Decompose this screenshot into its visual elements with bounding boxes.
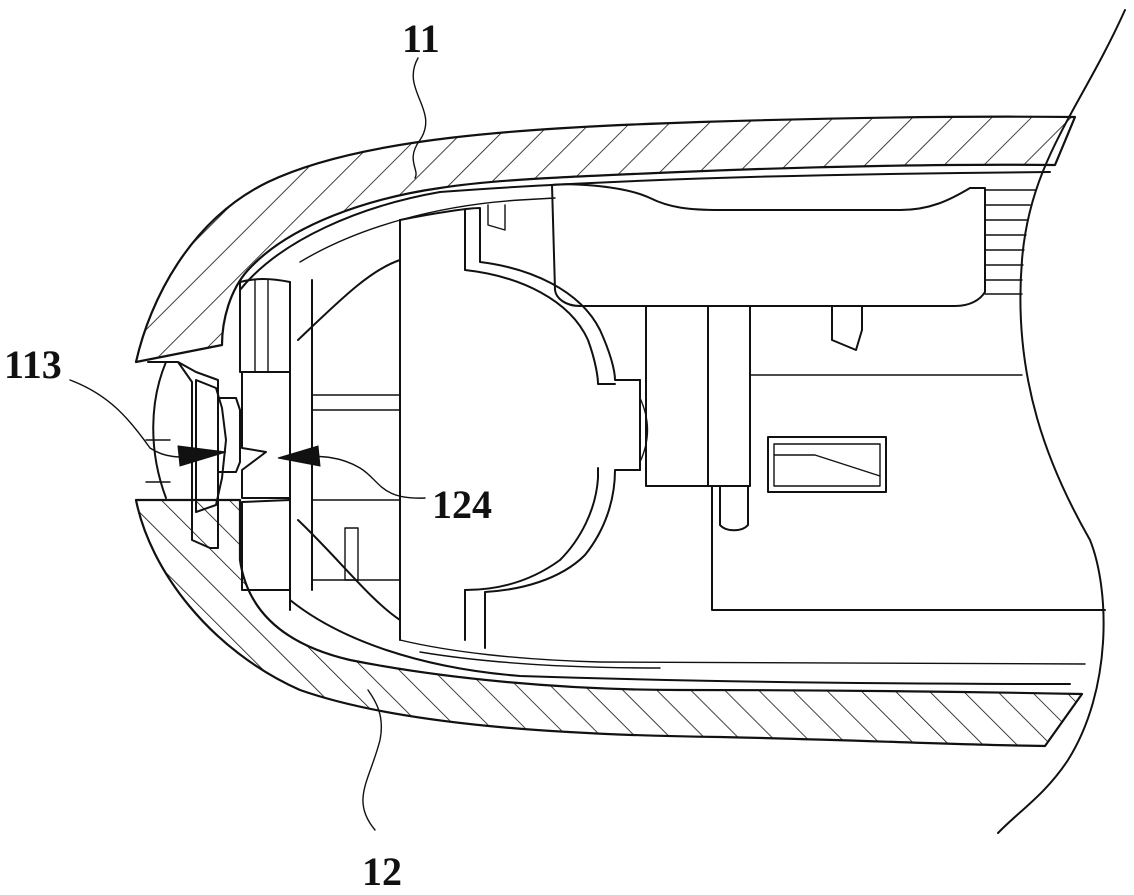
- leader-113: [69, 379, 201, 458]
- upper-right-block: [551, 183, 1036, 351]
- inner-rail-lower: [399, 639, 1086, 665]
- arrowhead-113: [177, 445, 227, 467]
- ref-label-124: 124: [432, 482, 492, 527]
- leader-12: [362, 689, 382, 831]
- outer-boundary-curve: [997, 9, 1126, 834]
- lower-shell: [134, 498, 1084, 748]
- upper-shell: [134, 115, 1077, 364]
- inner-body-outline: [239, 171, 1051, 291]
- inner-rail-lower-2: [419, 651, 661, 669]
- indicator-window: [767, 436, 887, 493]
- leader-124: [299, 455, 426, 499]
- ref-label-113: 113: [4, 342, 62, 387]
- central-housing: [344, 204, 649, 649]
- connector-stem: [645, 305, 1106, 611]
- inner-body-outline-lower: [289, 599, 1071, 685]
- contact-plate-124: [239, 259, 401, 621]
- ref-label-12: 12: [362, 849, 402, 894]
- leader-11: [412, 57, 427, 179]
- arrowhead-124: [277, 445, 321, 467]
- ref-label-11: 11: [402, 16, 440, 61]
